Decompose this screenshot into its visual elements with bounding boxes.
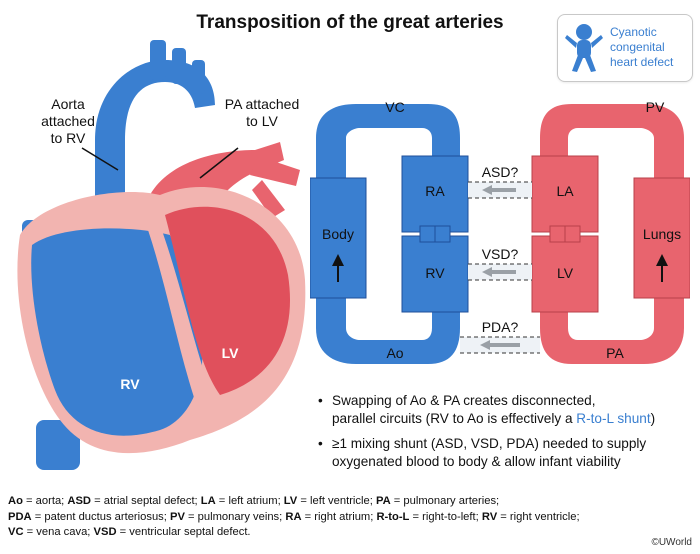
explanation-bullets: Swapping of Ao & PA creates disconnected… (318, 392, 698, 478)
page-title: Transposition of the great arteries (196, 12, 504, 33)
body-label: Body (322, 226, 354, 242)
pa-vessel (540, 298, 684, 364)
rv-chamber (31, 228, 203, 436)
pv-label: PV (645, 99, 665, 115)
rv-label: RV (425, 265, 445, 281)
ra-label: RA (425, 183, 445, 199)
abbreviation-legend: Ao = aorta; ASD = atrial septal defect; … (8, 494, 688, 541)
asd-label: ASD? (481, 164, 519, 180)
pa-circuit-label: PA (606, 345, 624, 361)
lv-label: LV (556, 265, 574, 281)
vc-vessel (316, 104, 460, 178)
circuit-diagram (310, 104, 690, 364)
ao-label: Ao (386, 345, 404, 361)
legend-line-1: Ao = aorta; ASD = atrial septal defect; … (8, 495, 500, 507)
badge-text: Cyanotic congenital heart defect (610, 25, 674, 69)
bullet-parallel-circuits: Swapping of Ao & PA creates disconnected… (318, 392, 698, 428)
heart-illustration (17, 40, 306, 470)
ao-vessel (316, 298, 460, 364)
vc-label: VC (385, 99, 405, 115)
rv-box (401, 235, 469, 313)
pda-shunt (460, 336, 540, 354)
pv-vessel (540, 104, 684, 178)
vsd-label: VSD? (481, 246, 519, 262)
body-flow-arrow (332, 254, 344, 282)
lungs-flow-arrow (656, 254, 668, 282)
legend-line-3: VC = vena cava; VSD = ventricular septal… (8, 526, 251, 538)
asd-shunt (468, 181, 532, 199)
bullet-mixing-shunt: ≥1 mixing shunt (ASD, VSD, PDA) needed t… (318, 435, 698, 471)
pda-label: PDA? (481, 319, 519, 335)
r-to-l-shunt-highlight: R-to-L shunt (576, 411, 651, 426)
lungs-label: Lungs (642, 226, 682, 242)
pa-label: PA attached to LV (224, 96, 300, 129)
copyright: ©UWorld (651, 537, 692, 548)
heart-lv-label: LV (221, 345, 239, 361)
vsd-shunt (468, 263, 532, 281)
legend-line-2: PDA = patent ductus arteriosus; PV = pul… (8, 510, 580, 523)
ivc-vessel (36, 420, 80, 470)
aorta-label: Aorta attached to RV (41, 96, 95, 146)
cyanotic-badge: Cyanotic congenital heart defect (557, 14, 693, 82)
lv-chamber (165, 206, 291, 395)
la-label: LA (556, 183, 574, 199)
infant-icon (565, 24, 603, 72)
heart-rv-label: RV (120, 376, 140, 392)
